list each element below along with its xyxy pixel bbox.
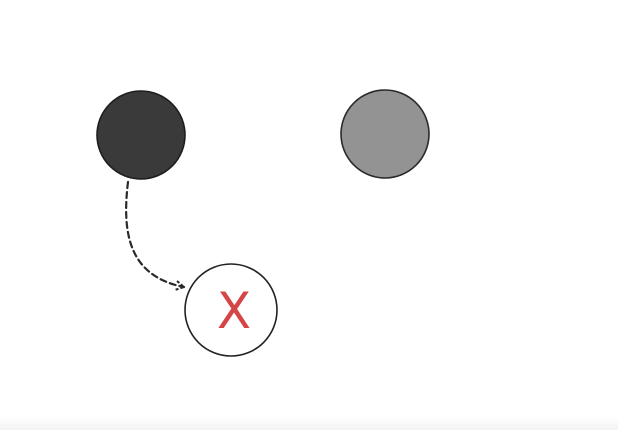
rejected-x-mark: X xyxy=(217,282,251,340)
rejected-node-group: X xyxy=(184,263,278,357)
bottom-fade xyxy=(0,416,618,430)
dashed-connector-arrow xyxy=(125,180,184,287)
rejected-node xyxy=(184,263,278,357)
source-node xyxy=(96,90,186,180)
gray-node xyxy=(340,89,430,179)
